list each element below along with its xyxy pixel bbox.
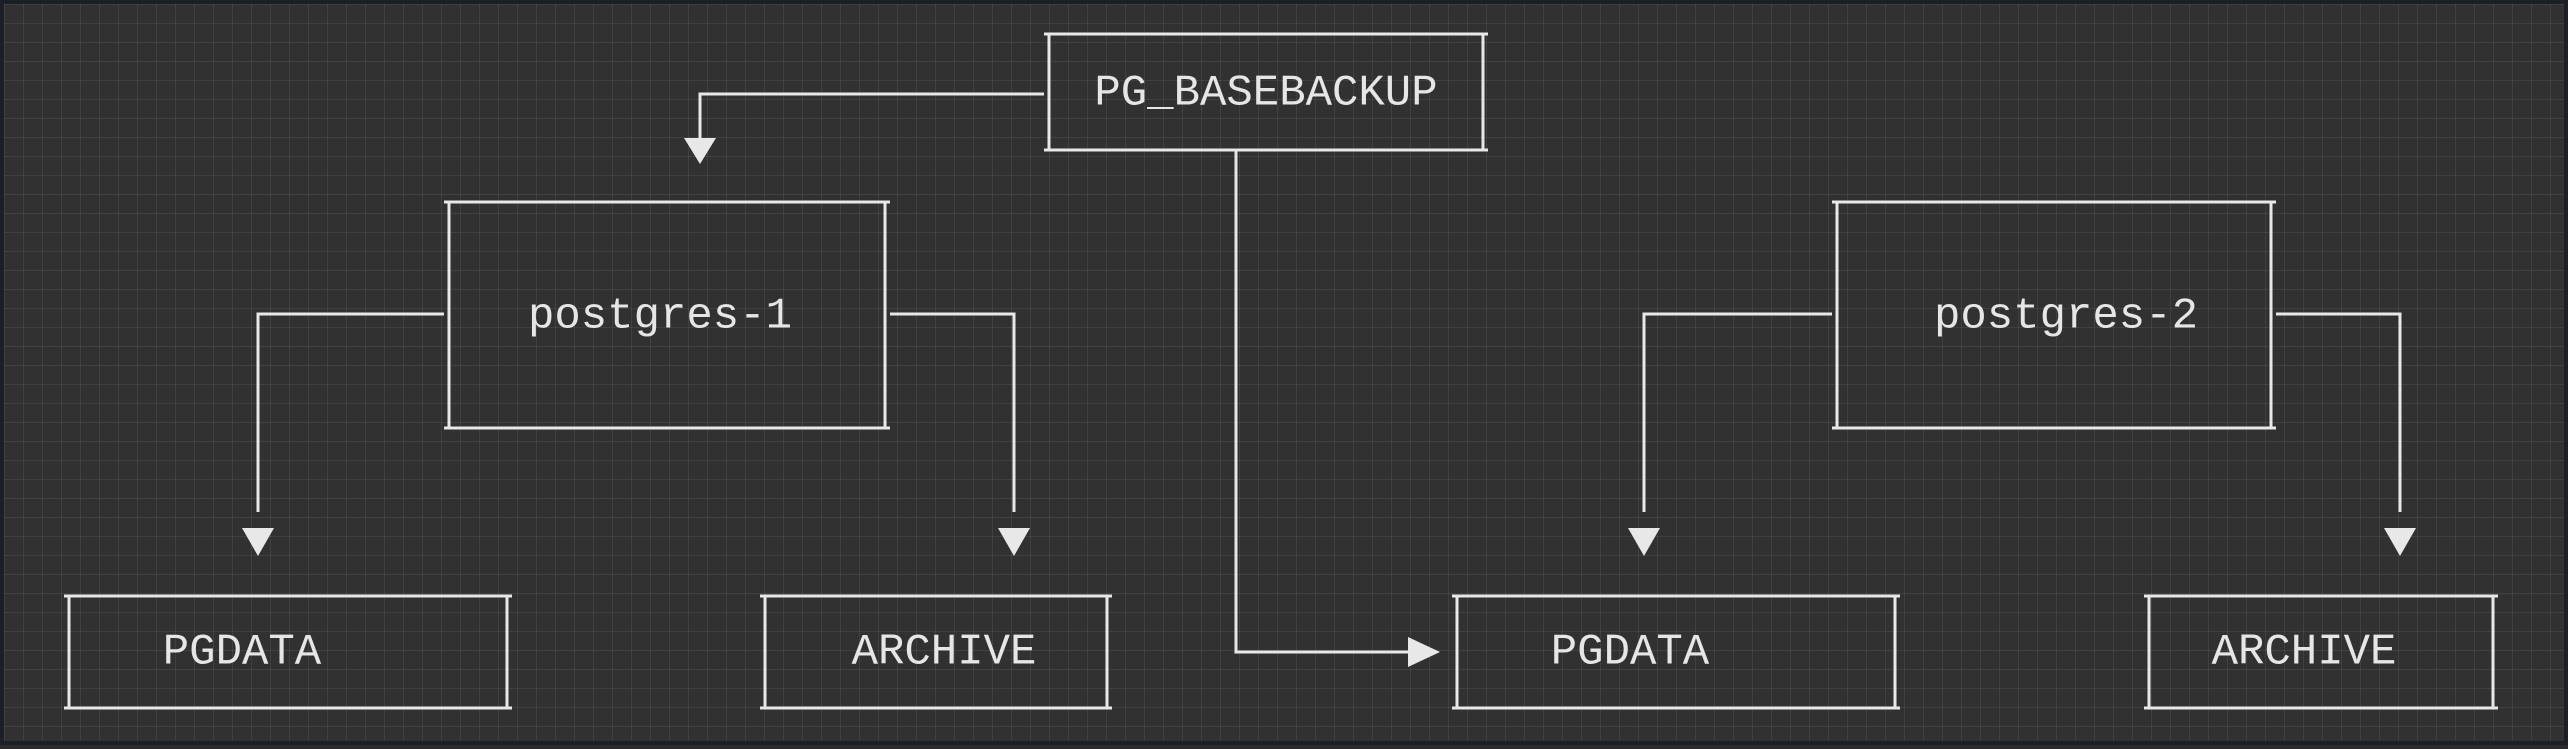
node-pgdata-1-frame	[64, 594, 512, 710]
arrowhead-pgdata-2-top	[1628, 528, 1660, 556]
edge-postgres-1-to-archive-1	[890, 312, 1016, 512]
node-pg-basebackup[interactable]: PG_BASEBACKUP	[1044, 32, 1488, 152]
arrowhead-archive-1	[998, 528, 1030, 556]
node-pgdata-1[interactable]: PGDATA	[64, 594, 512, 710]
node-archive-1-frame	[760, 594, 1112, 710]
node-archive-1-label: ARCHIVE	[852, 628, 1037, 678]
node-postgres-1-frame	[444, 200, 890, 430]
arrowhead-postgres-1	[684, 138, 716, 164]
node-pg-basebackup-label: PG_BASEBACKUP	[1094, 69, 1437, 119]
arrowhead-pgdata-1	[242, 528, 274, 556]
node-archive-1[interactable]: ARCHIVE	[760, 594, 1112, 710]
edge-basebackup-to-postgres-1	[698, 92, 1044, 144]
node-pgdata-1-label: PGDATA	[163, 628, 322, 678]
node-postgres-1[interactable]: postgres-1	[444, 200, 890, 430]
edges	[242, 92, 2416, 667]
arrowhead-pgdata-2	[1408, 637, 1440, 667]
edge-postgres-1-to-pgdata-1	[256, 312, 444, 512]
node-pgdata-2-label: PGDATA	[1551, 628, 1710, 678]
edge-basebackup-to-pgdata-2	[1234, 150, 1414, 654]
edge-postgres-2-to-pgdata-2	[1642, 312, 1832, 512]
diagram-svg: PG_BASEBACKUP postgres-1 postgres-2 PGDA…	[64, 32, 2498, 710]
node-pgdata-2-frame	[1452, 594, 1900, 710]
node-postgres-2[interactable]: postgres-2	[1832, 200, 2276, 430]
node-archive-2-label: ARCHIVE	[2212, 628, 2397, 678]
node-pg-basebackup-frame	[1044, 32, 1488, 152]
node-postgres-2-label: postgres-2	[1934, 292, 2198, 342]
node-archive-2-frame	[2144, 594, 2498, 710]
node-postgres-2-frame	[1832, 200, 2276, 430]
node-archive-2[interactable]: ARCHIVE	[2144, 594, 2498, 710]
node-postgres-1-label: postgres-1	[528, 292, 792, 342]
arrowhead-archive-2	[2384, 528, 2416, 556]
node-pgdata-2[interactable]: PGDATA	[1452, 594, 1900, 710]
edge-postgres-2-to-archive-2	[2276, 312, 2402, 512]
